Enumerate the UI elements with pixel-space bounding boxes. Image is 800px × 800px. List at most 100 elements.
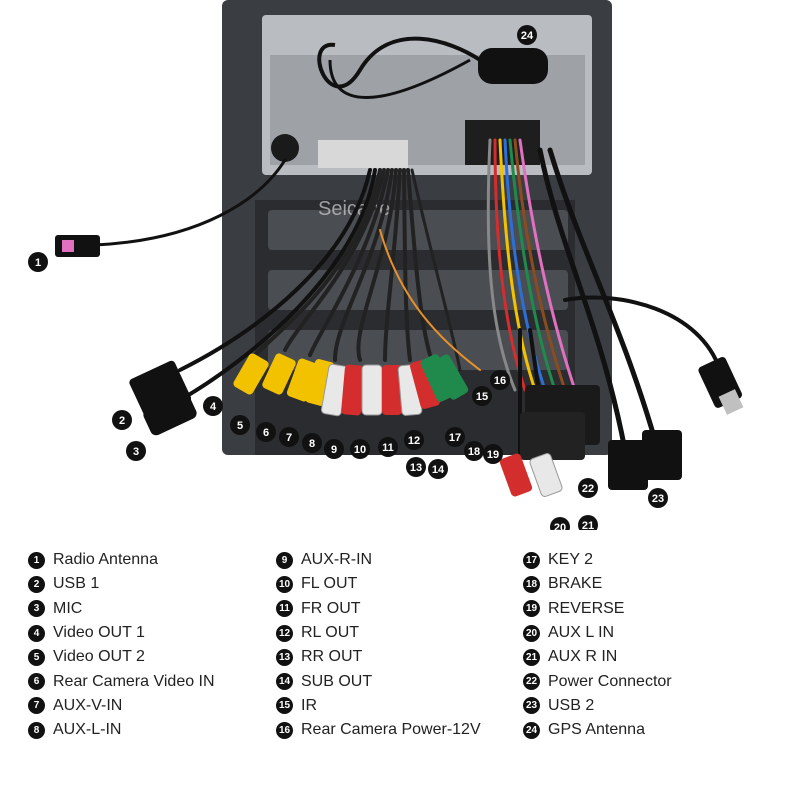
callout-badge-number: 22 (582, 483, 594, 495)
radio-antenna-plug (55, 235, 100, 257)
legend-number-badge: 17 (523, 551, 540, 569)
gps-antenna (317, 36, 548, 99)
legend-label: AUX-R-IN (301, 551, 373, 569)
legend-item: 22 Power Connector (523, 669, 672, 693)
legend-label: KEY 2 (548, 551, 594, 569)
legend-item: 4 Video OUT 1 (28, 621, 215, 645)
legend-item: 11 FR OUT (276, 597, 481, 621)
legend-number-badge: 18 (523, 575, 540, 593)
rca-plugs (233, 353, 469, 417)
legend-label: IR (301, 696, 317, 714)
legend-item: 24 GPS Antenna (523, 718, 672, 742)
callout-badge-number: 15 (476, 391, 488, 403)
legend-number-badge: 19 (523, 600, 540, 618)
legend-item: 10 FL OUT (276, 572, 481, 596)
callout-badge-12 (404, 430, 424, 450)
callout-badge-10 (350, 439, 370, 459)
callout-badge-number: 24 (521, 30, 534, 42)
legend-item: 19 REVERSE (523, 597, 672, 621)
legend-item: 2 USB 1 (28, 572, 215, 596)
callout-badge-8 (302, 433, 322, 453)
callout-badge-16 (490, 370, 510, 390)
legend-label: Power Connector (548, 672, 672, 690)
legend-number-badge: 14 (276, 673, 293, 691)
callout-badge-number: 6 (263, 427, 269, 439)
legend-number-badge: 22 (523, 673, 540, 691)
legend-label: USB 1 (53, 575, 100, 593)
callout-badge-14 (428, 459, 448, 479)
legend-number-badge: 10 (276, 575, 293, 593)
aux-r-in-plug (529, 453, 563, 497)
callout-badge-20 (550, 517, 570, 530)
callout-badge-1 (28, 252, 48, 272)
legend-label: RR OUT (301, 648, 363, 666)
callout-badge-number: 14 (432, 464, 445, 476)
legend-item: 17 KEY 2 (523, 548, 672, 572)
legend-item: 15 IR (276, 694, 481, 718)
legend-number-badge: 21 (523, 648, 540, 666)
callout-badge-23 (648, 488, 668, 508)
usb2-connector-b (642, 430, 682, 480)
legend-number-badge: 8 (28, 721, 45, 739)
wiring-diagram: Seicane (28, 0, 744, 530)
callout-badge-3 (126, 441, 146, 461)
callout-badge-number: 23 (652, 493, 664, 505)
callout-badge-4 (203, 396, 223, 416)
callout-badge-number: 12 (408, 435, 420, 447)
legend-item: 23 USB 2 (523, 694, 672, 718)
legend-label: REVERSE (548, 599, 625, 617)
legend-number-badge: 13 (276, 648, 293, 666)
legend-label: BRAKE (548, 575, 603, 593)
callout-badge-number: 13 (410, 462, 422, 474)
callout-badge-5 (230, 415, 250, 435)
legend-number-badge: 15 (276, 697, 293, 715)
legend-number-badge: 2 (28, 575, 45, 593)
legend-label: Rear Camera Video IN (53, 672, 215, 690)
legend-label: GPS Antenna (548, 721, 645, 739)
legend-number-badge: 24 (523, 721, 540, 739)
usb-plug-tip (718, 389, 744, 415)
legend-label: FR OUT (301, 599, 361, 617)
legend-item: 18 BRAKE (523, 572, 672, 596)
legend-label: AUX L IN (548, 624, 615, 642)
legend-label: USB 2 (548, 696, 595, 714)
legend-number-badge: 4 (28, 624, 45, 642)
callout-badge-19 (483, 444, 503, 464)
callout-badge-number: 4 (210, 401, 217, 413)
legend-number-badge: 6 (28, 673, 45, 691)
legend-label: FL OUT (301, 575, 358, 593)
legend-label: AUX-V-IN (53, 696, 123, 714)
aux-l-in-plug (499, 453, 533, 497)
callout-badge-number: 17 (449, 432, 461, 444)
callout-badge-number: 2 (119, 415, 125, 427)
callout-badge-22 (578, 478, 598, 498)
callout-badge-9 (324, 439, 344, 459)
callout-badge-number: 21 (582, 520, 594, 530)
callout-badge-7 (279, 427, 299, 447)
callout-badge-18 (464, 441, 484, 461)
legend-number-badge: 23 (523, 697, 540, 715)
callout-badge-11 (378, 437, 398, 457)
radio-antenna-plug-tip (62, 240, 74, 252)
legend-number-badge: 7 (28, 697, 45, 715)
legend-label: Radio Antenna (53, 551, 158, 569)
legend-number-badge: 11 (276, 600, 293, 618)
callout-badge-number: 16 (494, 375, 506, 387)
legend-label: Video OUT 1 (53, 624, 145, 642)
legend-item: 7 AUX-V-IN (28, 694, 215, 718)
callout-badge-number: 18 (468, 446, 480, 458)
callout-badge-number: 19 (487, 449, 499, 461)
callout-badge-number: 11 (382, 442, 394, 454)
callout-badge-number: 5 (237, 420, 243, 432)
callout-badge-2 (112, 410, 132, 430)
legend-number-badge: 5 (28, 648, 45, 666)
callout-badge-number: 10 (354, 444, 366, 456)
